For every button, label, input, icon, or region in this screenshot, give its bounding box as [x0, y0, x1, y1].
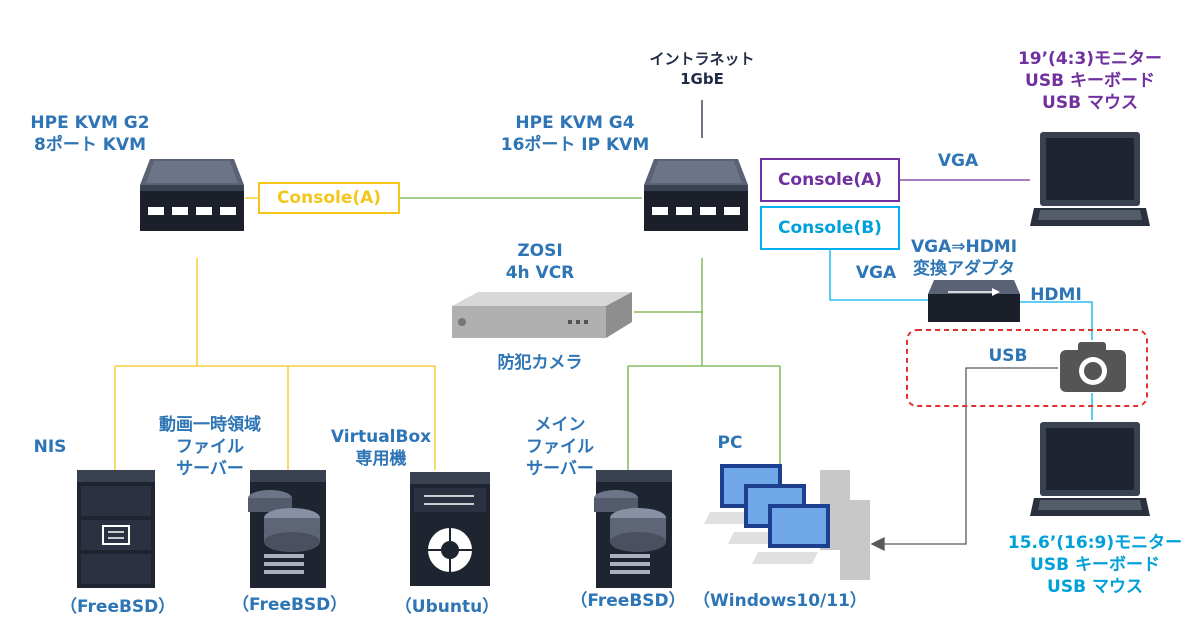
pc-os-label: （Windows10/11）: [693, 591, 867, 611]
virtualbox-line2: 専用機: [355, 449, 407, 469]
vga-hdmi-adapter-icon: [928, 280, 1020, 322]
zosi-line2: 4h VCR: [505, 263, 575, 283]
main-server-line2: ファイル: [526, 437, 594, 457]
kvm-g4-ports: 16ポート IP KVM: [500, 135, 650, 155]
monitor15-line2: USB キーボード: [1030, 555, 1160, 575]
video-server-storage-icon: [248, 470, 326, 588]
adapter-line1: VGA⇒HDMI: [910, 237, 1018, 257]
adapter-label: VGA⇒HDMI 変換アダプタ: [902, 236, 1026, 280]
virtualbox-os-label: （Ubuntu）: [394, 597, 500, 617]
virtualbox-line1: VirtualBox: [330, 427, 432, 447]
main-server-line1: メイン: [534, 415, 586, 435]
g2-server-links: [114, 258, 436, 470]
kvm-g4-label: HPE KVM G4 16ポート IP KVM: [495, 112, 655, 156]
nis-label: NIS: [33, 437, 67, 457]
usb-link: [870, 367, 1058, 552]
video-server-label: 動画一時領域 ファイル サーバー: [150, 414, 270, 480]
kvm-g2-label: HPE KVM G2 8ポート KVM: [20, 112, 160, 156]
video-server-line2: ファイル: [176, 437, 244, 457]
kvm-g2-switch-icon: [140, 159, 244, 231]
virtualbox-label: VirtualBox 専用機: [326, 426, 436, 470]
laptop-monitor19-icon: [1030, 132, 1150, 226]
video-server-line1: 動画一時領域: [159, 415, 261, 435]
monitor19-line3: USB マウス: [1042, 93, 1138, 113]
nis-os-label: （FreeBSD）: [60, 597, 176, 617]
video-server-os-label: （FreeBSD）: [232, 595, 348, 615]
laptop-monitor15-icon: [1030, 422, 1150, 516]
kvm-g4-model: HPE KVM G4: [515, 113, 635, 133]
main-server-label: メイン ファイル サーバー: [510, 414, 610, 480]
camera-icon: [1060, 342, 1126, 392]
video-server-line3: サーバー: [176, 459, 244, 479]
zosi-vcr-icon: [452, 292, 632, 338]
main-server-storage-icon: [594, 470, 672, 588]
zosi-caption: 防犯カメラ: [497, 353, 583, 373]
console-a-right-box: Console(A): [760, 158, 900, 202]
g4-pc-links: [627, 258, 781, 470]
vga-top-label: VGA: [937, 151, 979, 171]
monitor15-line3: USB マウス: [1047, 577, 1143, 597]
monitor19-line1: 19’(4:3)モニター: [1017, 49, 1163, 69]
hdmi-label: HDMI: [1030, 285, 1082, 305]
monitor19-label: 19’(4:3)モニター USB キーボード USB マウス: [990, 48, 1190, 114]
kvm-g2-ports: 8ポート KVM: [34, 135, 146, 155]
kvm-g4-switch-icon: [644, 159, 748, 231]
console-a-left-box: Console(A): [258, 182, 400, 214]
nis-server-icon: [77, 470, 155, 588]
intranet-line1: イントラネット: [649, 50, 755, 68]
kvm-g2-model: HPE KVM G2: [30, 113, 150, 133]
main-server-line3: サーバー: [526, 459, 594, 479]
main-server-os-label: （FreeBSD）: [570, 591, 686, 611]
pc-cluster-icon: [704, 464, 870, 580]
virtualbox-host-icon: [410, 472, 490, 586]
usb-label: USB: [988, 346, 1028, 366]
monitor19-line2: USB キーボード: [1025, 71, 1155, 91]
vga-mid-label: VGA: [855, 263, 897, 283]
monitor15-label: 15.6’(16:9)モニター USB キーボード USB マウス: [990, 532, 1200, 598]
intranet-label: イントラネット 1GbE: [640, 49, 764, 89]
intranet-line2: 1GbE: [680, 70, 724, 88]
zosi-line1: ZOSI: [517, 241, 563, 261]
monitor15-line1: 15.6’(16:9)モニター: [1007, 533, 1183, 553]
zosi-label: ZOSI 4h VCR: [490, 240, 590, 284]
adapter-line2: 変換アダプタ: [913, 259, 1015, 279]
camera-highlight-box: [906, 329, 1148, 407]
pc-label: PC: [717, 433, 743, 453]
console-b-box: Console(B): [760, 206, 900, 250]
